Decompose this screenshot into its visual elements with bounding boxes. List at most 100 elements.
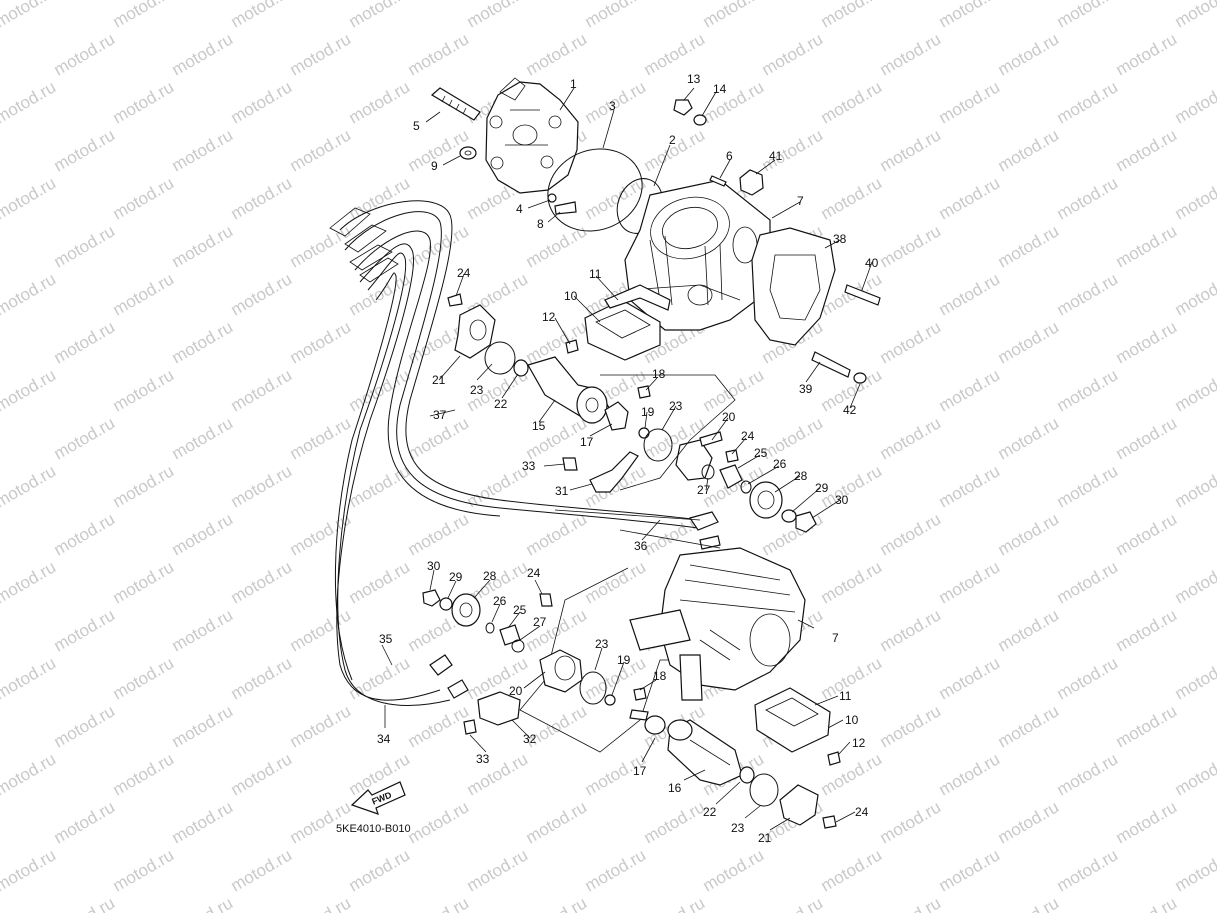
spark-plug <box>430 87 481 121</box>
label-39: 39 <box>799 382 813 396</box>
label-33: 33 <box>522 459 536 473</box>
label-16: 16 <box>668 781 682 795</box>
lever-17-top <box>604 401 629 431</box>
label-2: 2 <box>669 133 676 147</box>
label-22: 22 <box>494 397 508 411</box>
label-26: 26 <box>773 457 787 471</box>
washer-19-bottom <box>604 694 616 706</box>
screw-24-right <box>725 449 739 463</box>
label-33b: 33 <box>476 752 490 766</box>
bearing-22-top <box>513 359 529 377</box>
label-9: 9 <box>431 159 438 173</box>
washer-29-bottom <box>439 597 453 611</box>
label-21: 21 <box>432 373 446 387</box>
power-valve-16 <box>667 719 743 786</box>
label-40: 40 <box>865 256 879 270</box>
power-valve-cables <box>329 200 721 706</box>
power-valve-15 <box>527 356 611 424</box>
label-28b: 28 <box>483 569 497 583</box>
nut-30-bottom <box>422 589 441 607</box>
dowel-pin-6 <box>709 175 727 187</box>
valve-cover-21 <box>454 304 496 359</box>
bushing-25-top <box>719 464 743 489</box>
label-38: 38 <box>833 232 847 246</box>
leader-lines <box>381 87 873 831</box>
screw-24-bottom <box>822 815 837 829</box>
label-27: 27 <box>697 483 711 497</box>
label-23d: 23 <box>731 821 745 835</box>
label-5: 5 <box>413 119 420 133</box>
label-24c: 24 <box>527 566 541 580</box>
label-22b: 22 <box>703 805 717 819</box>
small-ring-4 <box>547 193 557 203</box>
label-34: 34 <box>377 732 391 746</box>
label-30: 30 <box>835 493 849 507</box>
cylinder-body-lower <box>629 547 806 701</box>
label-19b: 19 <box>617 653 631 667</box>
o-ring-27-bottom <box>511 639 525 653</box>
label-28: 28 <box>794 469 808 483</box>
label-23c: 23 <box>595 637 609 651</box>
washer-9 <box>459 146 477 160</box>
washer-29-top <box>781 509 797 523</box>
label-24: 24 <box>457 266 471 280</box>
label-13: 13 <box>687 72 701 86</box>
bolt-33-top <box>562 457 578 471</box>
label-37: 37 <box>433 408 447 422</box>
reed-gasket-upper <box>604 284 671 311</box>
reed-valve-lower <box>754 687 831 753</box>
label-20: 20 <box>722 410 736 424</box>
label-12: 12 <box>542 310 556 324</box>
bracket-32 <box>477 691 521 726</box>
label-8: 8 <box>537 217 544 231</box>
label-11: 11 <box>589 267 602 281</box>
label-18b: 18 <box>653 669 667 683</box>
label-19: 19 <box>641 405 655 419</box>
label-23: 23 <box>470 383 484 397</box>
label-6: 6 <box>726 149 733 163</box>
pulley-28-top <box>749 481 783 519</box>
label-10: 10 <box>564 289 578 303</box>
bracket-31 <box>589 451 639 493</box>
label-15: 15 <box>532 419 546 433</box>
screw-18-bottom <box>633 687 647 701</box>
label-21b: 21 <box>758 831 772 845</box>
ring-26-top <box>740 480 752 494</box>
exhaust-gasket <box>751 227 836 346</box>
nut-42 <box>853 372 867 384</box>
o-ring-23-mid <box>643 428 673 462</box>
bolt-12-top <box>565 339 579 354</box>
label-29b: 29 <box>449 570 463 584</box>
lever-17-bottom <box>644 715 666 735</box>
label-12b: 12 <box>852 736 866 750</box>
bearing-22-bottom <box>739 766 755 784</box>
label-36: 36 <box>634 539 648 553</box>
o-ring-23-top <box>484 341 516 375</box>
label-31: 31 <box>555 484 569 498</box>
o-ring-23-bottom-left <box>579 671 607 705</box>
screw-24-lower <box>539 593 553 607</box>
label-27b: 27 <box>533 615 547 629</box>
washer-14 <box>693 114 707 126</box>
label-24d: 24 <box>855 805 869 819</box>
stud-39 <box>811 351 851 378</box>
screw-24-left <box>447 293 463 307</box>
label-42: 42 <box>843 403 857 417</box>
part-labels: 1 2 3 4 5 6 7 8 9 10 11 12 13 14 15 16 1… <box>377 72 879 845</box>
lower-outline-box <box>519 567 700 753</box>
label-18: 18 <box>652 367 666 381</box>
ring-26-bottom <box>485 622 495 634</box>
label-25: 25 <box>754 446 768 460</box>
label-30b: 30 <box>427 559 441 573</box>
label-32: 32 <box>523 732 537 746</box>
label-17: 17 <box>580 435 594 449</box>
o-ring-23-bottom <box>749 773 779 807</box>
cylinder-body <box>624 179 771 331</box>
bolt-33-bottom <box>463 719 477 735</box>
nut-30-top <box>795 511 817 533</box>
nut-41 <box>739 169 764 196</box>
cylinder-head <box>485 77 579 194</box>
label-26b: 26 <box>493 594 507 608</box>
